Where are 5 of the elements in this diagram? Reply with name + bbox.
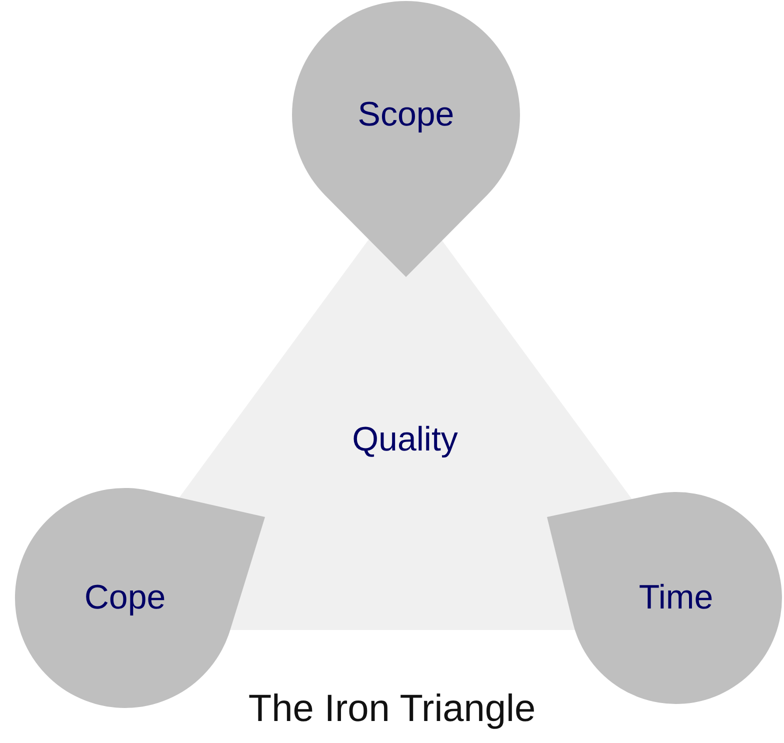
node-label: Cope bbox=[84, 578, 166, 618]
node-label: Time bbox=[638, 578, 714, 618]
node-label: Scope bbox=[358, 96, 454, 134]
diagram-caption: The Iron Triangle bbox=[247, 688, 537, 731]
node-label: Quality bbox=[352, 420, 458, 460]
